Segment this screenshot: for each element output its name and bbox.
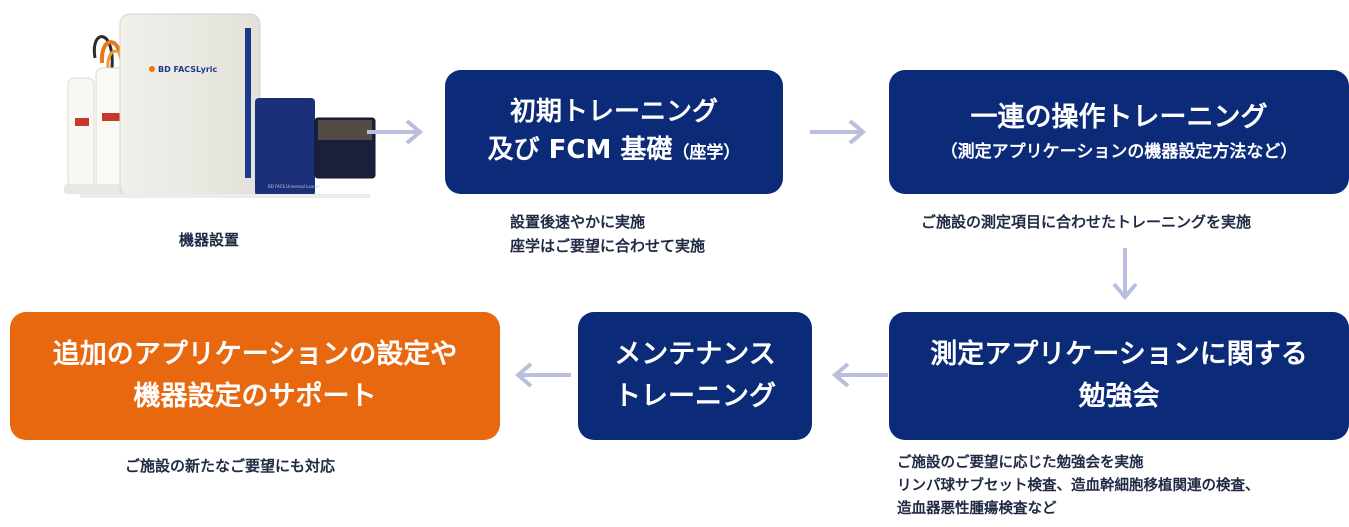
step2-note: ご施設の測定項目に合わせたトレーニングを実施 — [921, 213, 1252, 231]
step-study-session: 測定アプリケーションに関する 勉強会 — [889, 312, 1349, 440]
step2-title-line1: 一連の操作トレーニング — [970, 102, 1268, 133]
step1-title-line2: 及び FCM 基礎 — [487, 134, 673, 165]
device-brand-label: BD FACSLyric — [158, 65, 218, 74]
step-initial-training: 初期トレーニング 及び FCM 基礎（座学） — [445, 70, 783, 194]
step4-title-line1: メンテナンス — [614, 339, 776, 370]
arrow-left-1 — [831, 362, 888, 388]
step-maintenance-training: メンテナンス トレーニング — [578, 312, 812, 440]
step5-title-line1: 追加のアプリケーションの設定や — [52, 339, 458, 370]
step4-title-line2: トレーニング — [614, 381, 776, 412]
step3-note: ご施設のご要望に応じた勉強会を実施 リンパ球サブセット検査、造血幹細胞移植関連の… — [897, 455, 1260, 517]
step1-title-small: （座学） — [672, 142, 741, 163]
step3-title-line1: 測定アプリケーションに関する — [930, 339, 1308, 370]
step3-title-line2: 勉強会 — [1078, 381, 1160, 412]
step5-title-line2: 機器設定のサポート — [133, 381, 377, 412]
device-illustration: BD FACSLyric BD FACS Universal Loader — [40, 8, 420, 208]
step5-note: ご施設の新たなご要望にも対応 — [125, 457, 336, 475]
device-loader-label: BD FACS Universal Loader — [268, 184, 320, 189]
step-operation-training: 一連の操作トレーニング （測定アプリケーションの機器設定方法など） — [889, 70, 1349, 194]
device-caption: 機器設置 — [179, 231, 240, 249]
arrow-left-2 — [514, 362, 571, 388]
arrow-down — [1112, 248, 1138, 301]
flow-cytometer-image: BD FACSLyric BD FACS Universal Loader — [64, 13, 376, 198]
step2-title-line2: （測定アプリケーションの機器設定方法など） — [940, 142, 1298, 162]
step1-note: 設置後速やかに実施 座学はご要望に合わせて実施 — [510, 213, 706, 255]
step-additional-support: 追加のアプリケーションの設定や 機器設定のサポート — [10, 312, 500, 440]
step1-title-line1: 初期トレーニング — [509, 96, 718, 127]
arrow-right-1 — [367, 119, 424, 145]
arrow-right-2 — [810, 119, 867, 145]
